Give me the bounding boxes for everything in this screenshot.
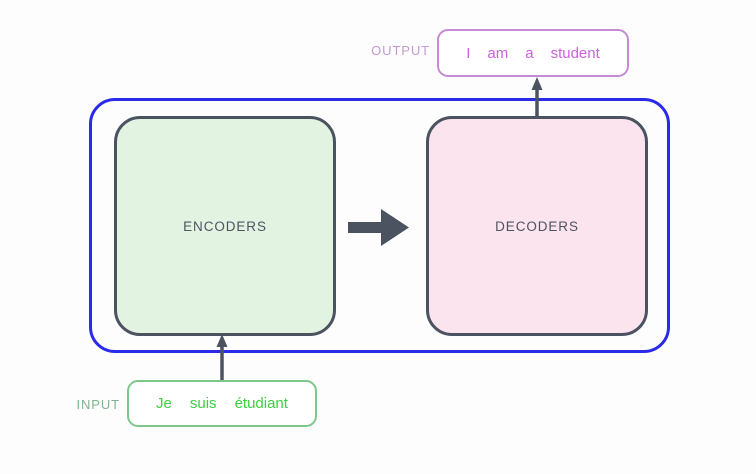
output-token-2: a [525, 44, 534, 62]
input-token-2: étudiant [234, 395, 288, 412]
input-token-list: Je suis étudiant [156, 395, 288, 412]
output-token-3: student [550, 44, 600, 62]
output-label: OUTPUT [371, 43, 430, 58]
output-token-list: I am a student [466, 45, 600, 62]
output-sentence-box: I am a student [437, 29, 629, 77]
decoders-block: DECODERS [426, 116, 648, 336]
input-label: INPUT [76, 397, 120, 412]
decoders-label: DECODERS [495, 218, 579, 234]
input-sentence-box: Je suis étudiant [127, 380, 317, 427]
model-container [89, 98, 670, 353]
encoders-label: ENCODERS [183, 218, 267, 234]
output-token-1: am [487, 44, 509, 62]
output-token-0: I [466, 44, 471, 62]
input-token-1: suis [189, 395, 217, 412]
encoders-block: ENCODERS [114, 116, 336, 336]
input-token-0: Je [156, 395, 172, 412]
